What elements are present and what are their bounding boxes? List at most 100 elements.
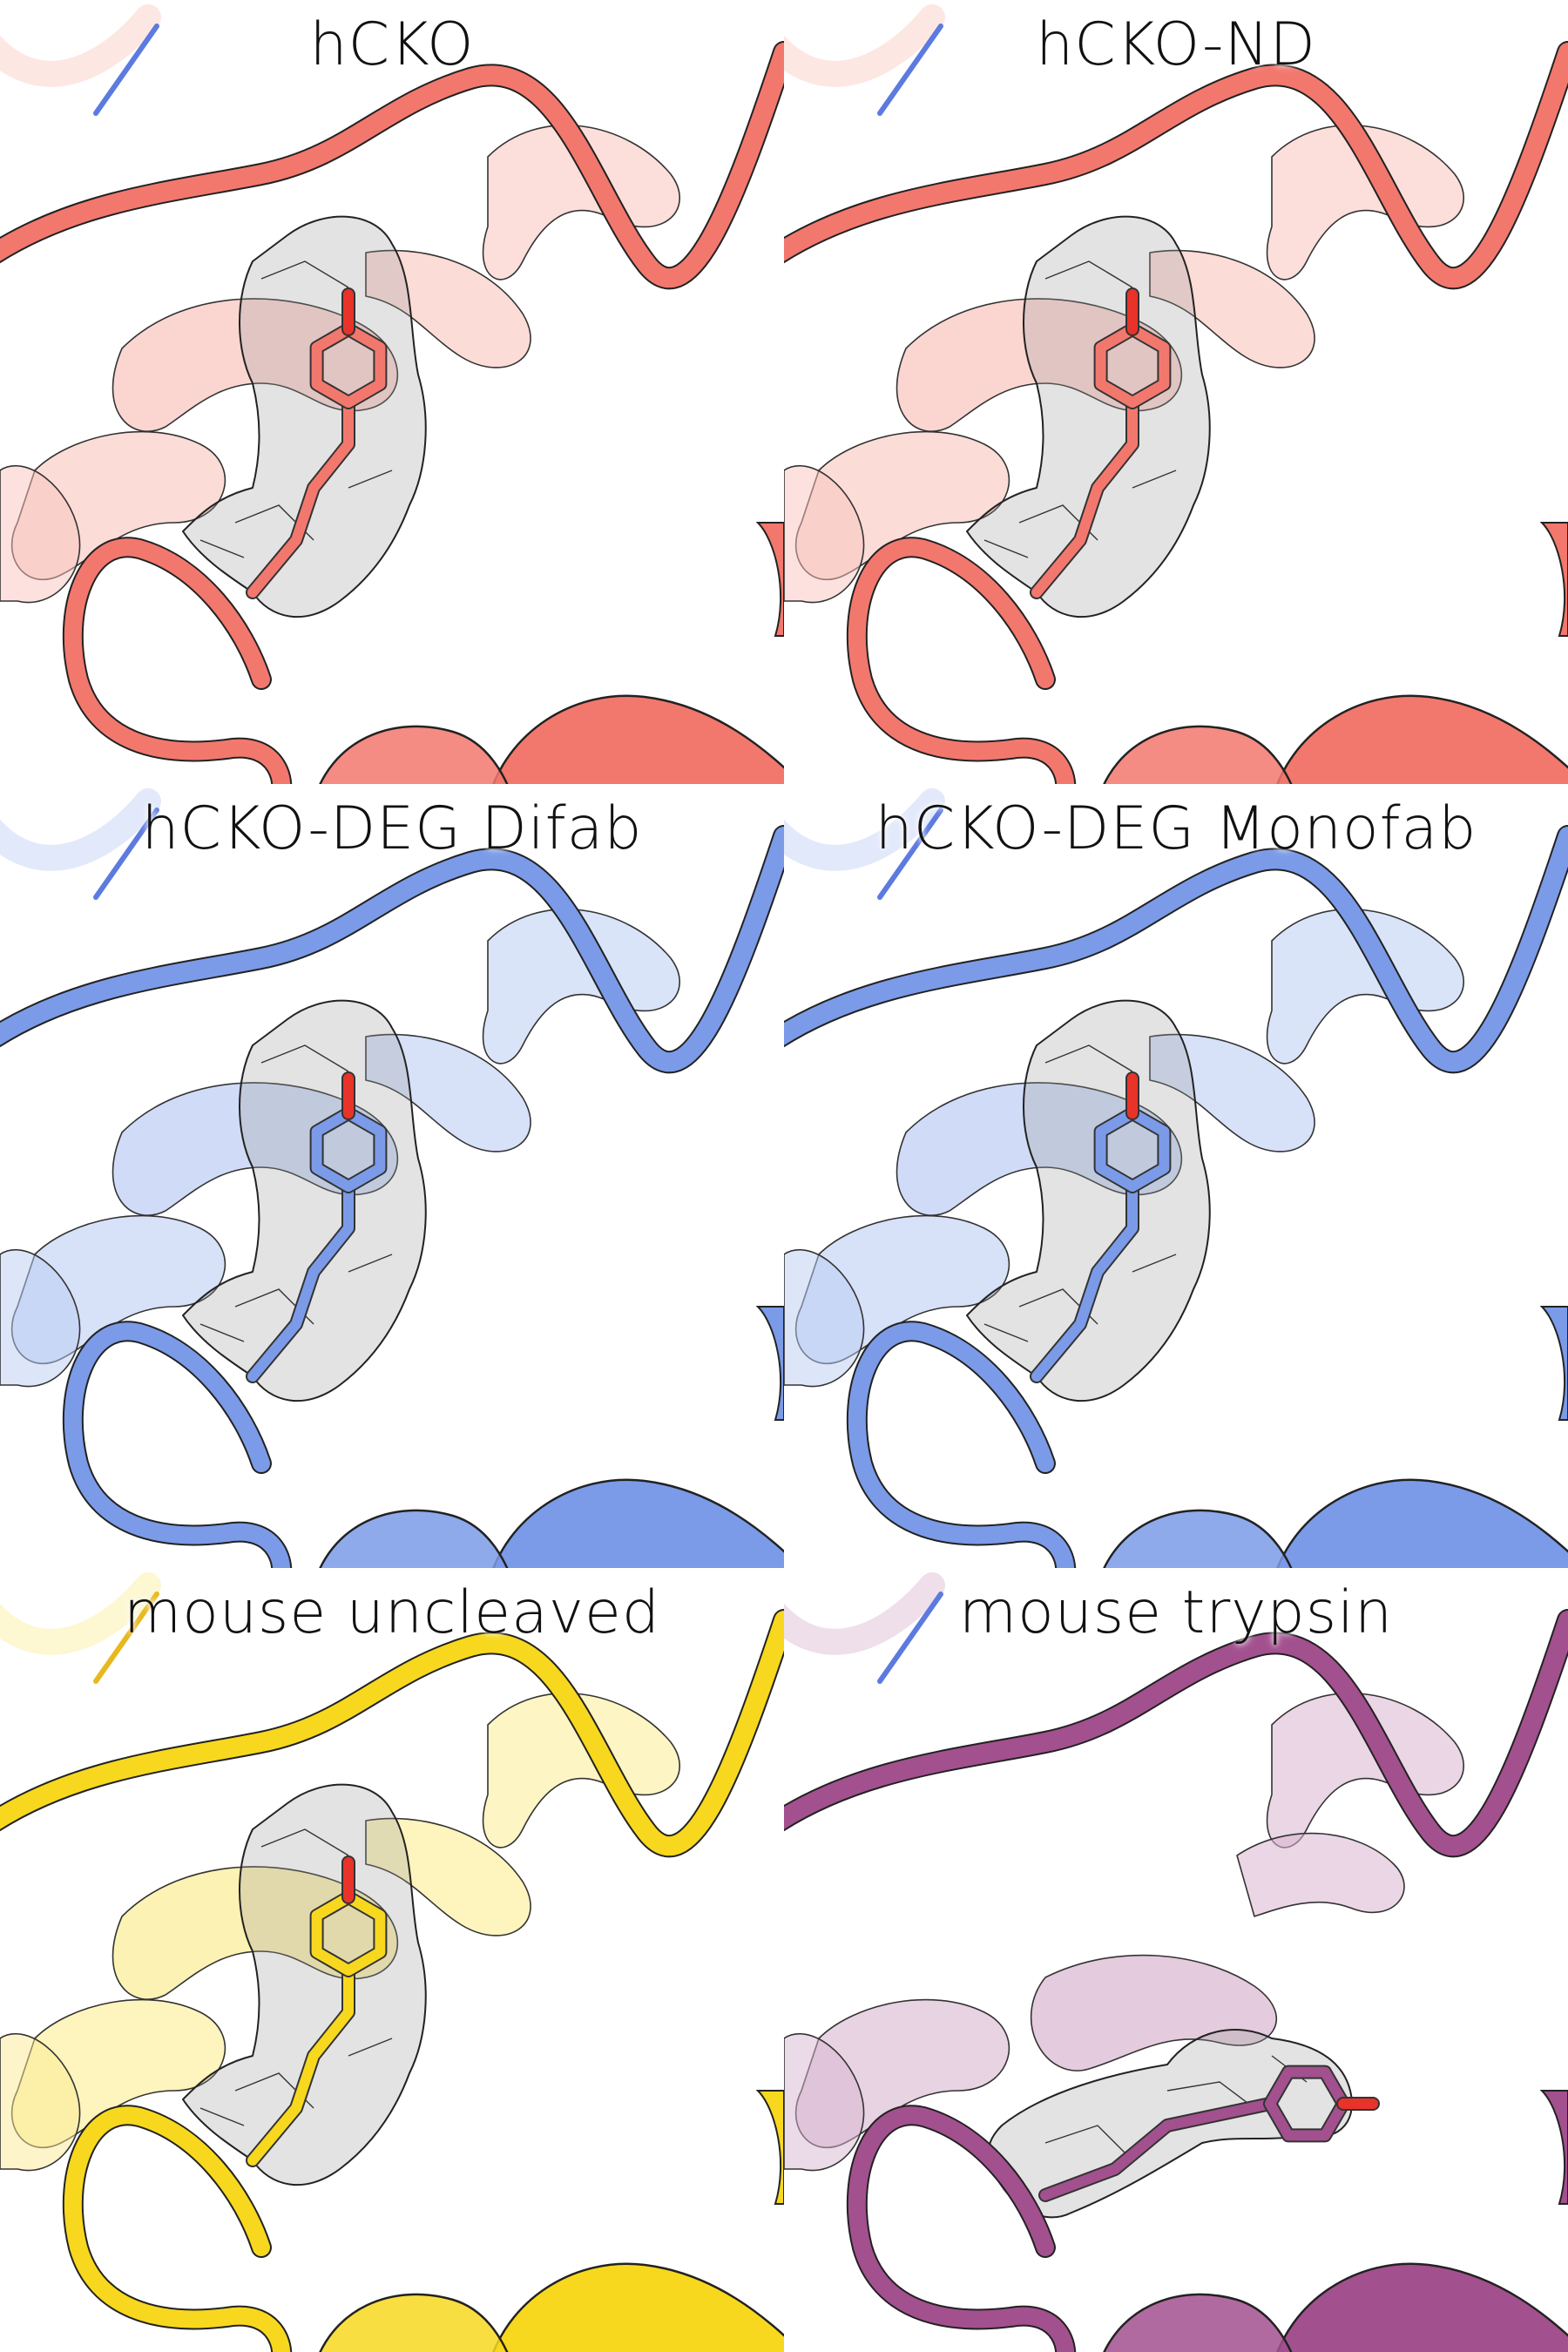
edge-helix: [784, 1249, 865, 1388]
background-strand: [0, 1572, 161, 1655]
panel-title: hCKO: [309, 10, 475, 79]
edge-fragment: [1539, 2090, 1568, 2205]
front-loop-tube: [64, 538, 291, 784]
mesh-facet: [1132, 1254, 1177, 1273]
mesh-facet: [1044, 1044, 1133, 1072]
side-chain: [247, 397, 354, 598]
background-strand: [784, 788, 945, 871]
accent-stick: [877, 1592, 943, 1684]
background-strand: [784, 1572, 945, 1655]
rear-helix: [1236, 1832, 1405, 1917]
accent-stick: [93, 24, 159, 116]
central-helix: [112, 1866, 399, 2000]
panel-hcko-deg-difab: hCKO-DEG Difab: [0, 784, 784, 1568]
edge-helix: [784, 2033, 865, 2172]
front-loop-tube: [64, 2106, 291, 2352]
background-strand: [784, 4, 945, 87]
panel-title: hCKO-DEG Difab: [141, 794, 643, 863]
structure-scene: [0, 4, 784, 784]
central-helix: [896, 1082, 1183, 1216]
bottom-helix: [492, 694, 784, 784]
accent-stick: [93, 808, 159, 900]
background-strand: [0, 4, 161, 87]
panel-title: hCKO-DEG Monofab: [875, 794, 1477, 863]
panel-mouse-trypsin: mouse trypsin: [784, 1568, 1568, 2352]
density-mesh: [182, 215, 427, 618]
top-backbone-tube: [0, 1611, 784, 1856]
bottom-helix-2: [319, 725, 509, 784]
bottom-helix-2: [1103, 1509, 1293, 1568]
mesh-facet: [260, 1828, 349, 1856]
edge-fragment: [1539, 1306, 1568, 1421]
rear-helix: [1149, 1033, 1315, 1152]
top-backbone-tube: [0, 827, 784, 1072]
side-chain: [1031, 1181, 1138, 1382]
bottom-helix-2: [319, 1509, 509, 1568]
front-loop-tube: [848, 2106, 1075, 2352]
phenol-ring: [1265, 2066, 1348, 2141]
central-helix: [112, 298, 399, 432]
bottom-helix-2: [1103, 2293, 1293, 2352]
front-loop-tube: [848, 538, 1075, 784]
bottom-helix: [1276, 694, 1568, 784]
bottom-helix: [1276, 1478, 1568, 1568]
edge-helix: [0, 465, 81, 604]
side-chain: [247, 1181, 354, 1382]
panel-hcko-nd: hCKO-ND: [784, 0, 1568, 784]
top-backbone-tube: [784, 827, 1568, 1072]
accent-stick: [877, 24, 943, 116]
structure-scene: [0, 788, 784, 1568]
mesh-facet: [983, 1323, 1029, 1342]
bottom-helix: [1276, 2262, 1568, 2352]
top-backbone-tube: [784, 1611, 1568, 1856]
density-mesh: [182, 999, 427, 1402]
bottom-helix-2: [319, 2293, 509, 2352]
edge-helix: [784, 465, 865, 604]
mesh-facet: [1044, 260, 1133, 288]
density-mesh: [966, 215, 1211, 618]
mesh-facet: [1132, 470, 1177, 489]
density-mesh: [966, 999, 1211, 1402]
mesh-facet: [1044, 2125, 1133, 2161]
structure-scene: [784, 4, 1568, 784]
central-helix: [1030, 1954, 1278, 2072]
rear-helix: [1149, 249, 1315, 368]
edge-fragment: [755, 2090, 784, 2205]
side-chain: [1031, 397, 1138, 598]
edge-helix: [0, 2033, 81, 2172]
top-backbone-tube: [784, 43, 1568, 288]
mesh-facet: [260, 1044, 349, 1072]
side-chain: [247, 1965, 354, 2166]
bottom-helix: [492, 2262, 784, 2352]
mesh-facet: [199, 1323, 245, 1342]
side-chain: [1040, 2099, 1275, 2200]
mesh-facet: [199, 2107, 245, 2126]
central-helix: [112, 1082, 399, 1216]
structure-scene: [0, 1572, 784, 2352]
rear-helix: [365, 1033, 531, 1152]
mesh-facet: [1166, 2081, 1255, 2109]
mesh-facet: [260, 260, 349, 288]
background-strand: [0, 788, 161, 871]
front-loop-tube: [64, 1322, 291, 1568]
mesh-facet: [983, 539, 1029, 558]
mesh-facet: [348, 470, 393, 489]
central-helix: [896, 298, 1183, 432]
density-mesh: [182, 1783, 427, 2186]
bottom-helix-2: [1103, 725, 1293, 784]
mesh-facet: [348, 1254, 393, 1273]
panel-title: mouse uncleaved: [123, 1578, 661, 1647]
mesh-facet: [199, 539, 245, 558]
structure-scene: [784, 1572, 1568, 2352]
mesh-facet: [348, 2038, 393, 2057]
panel-title: hCKO-ND: [1036, 10, 1316, 79]
panel-hcko: hCKO: [0, 0, 784, 784]
panel-title: mouse trypsin: [958, 1578, 1394, 1647]
front-loop-tube: [848, 1322, 1075, 1568]
edge-helix: [0, 1249, 81, 1388]
structure-scene: [784, 788, 1568, 1568]
panel-hcko-deg-monofab: hCKO-DEG Monofab: [784, 784, 1568, 1568]
edge-fragment: [755, 1306, 784, 1421]
accent-stick: [877, 808, 943, 900]
